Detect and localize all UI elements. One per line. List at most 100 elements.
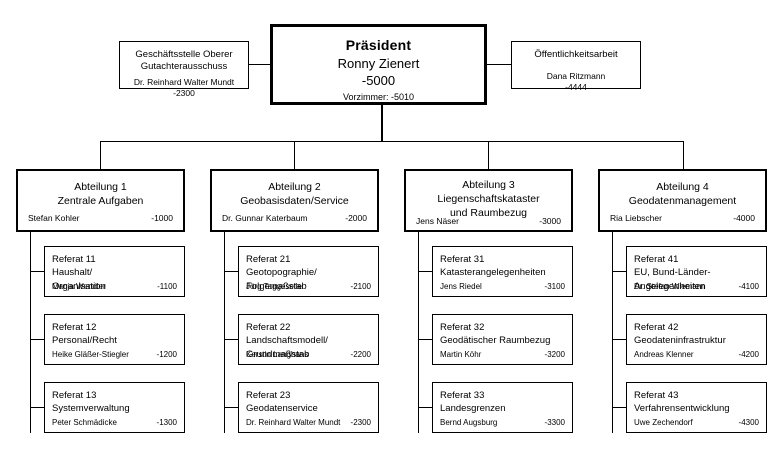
unit-23-head: Dr. Reinhard Walter Mundt <box>246 418 341 427</box>
unit-32-extension: -3200 <box>544 350 565 359</box>
unit-box-21[interactable]: Referat 21 Geotopographie/ Folgemaßstab … <box>238 246 379 297</box>
unit-box-22[interactable]: Referat 22 Landschaftsmodell/ Grundmaßst… <box>238 314 379 365</box>
unit-21-title-line1: Geotopographie/ <box>246 267 317 278</box>
unit-41-title-line2: Angelegenheiten <box>634 280 706 292</box>
aux-box-oeffentlichkeitsarbeit[interactable]: Öffentlichkeitsarbeit Dana Ritzmann -444… <box>511 41 641 92</box>
unit-42-extension: -4200 <box>738 350 759 359</box>
aux-left-title-line1: Geschäftsstelle Oberer <box>135 49 233 60</box>
department-3-head: Jens Näser <box>416 216 459 226</box>
unit-31-head: Jens Riedel <box>440 282 482 291</box>
unit-box-13[interactable]: Referat 13 Systemverwaltung Peter Schmäd… <box>44 382 185 433</box>
department-box-1[interactable]: Abteilung 1 Zentrale Aufgaben Stefan Koh… <box>16 169 185 232</box>
aux-box-gutachterausschuss[interactable]: Geschäftsstelle Oberer Gutachterausschus… <box>119 41 249 98</box>
unit-12-extension: -1200 <box>156 350 177 359</box>
unit-31-title-line1: Katasterangelegenheiten <box>440 267 546 278</box>
connector-aux-right <box>487 64 512 65</box>
unit-box-23[interactable]: Referat 23 Geodatenservice Dr. Reinhard … <box>238 382 379 433</box>
unit-32-title-line1: Geodätischer Raumbezug <box>440 335 551 346</box>
president-extension: -5000 <box>361 73 396 88</box>
connector-drop-dept-3 <box>488 141 489 169</box>
unit-11-title-line2: Organisation <box>52 280 106 292</box>
department-1-head: Stefan Kohler <box>28 213 80 223</box>
unit-43-number: Referat 43 <box>634 390 679 401</box>
department-3-extension: -3000 <box>539 216 561 226</box>
unit-41-number: Referat 41 <box>634 254 679 265</box>
president-box[interactable]: Präsident Ronny Zienert -5000 Vorzimmer:… <box>270 24 487 105</box>
aux-right-title-line1: Öffentlichkeitsarbeit <box>534 49 618 60</box>
president-title: Präsident <box>345 37 412 53</box>
connector-drop-dept-1 <box>100 141 101 169</box>
connector-branch-1-2 <box>30 339 44 340</box>
unit-13-title-line1: Systemverwaltung <box>52 403 130 414</box>
connector-branch-2-3 <box>224 407 238 408</box>
unit-23-number: Referat 23 <box>246 390 291 401</box>
unit-box-31[interactable]: Referat 31 Katasterangelegenheiten Jens … <box>432 246 573 297</box>
unit-11-head: Manja Wendler <box>52 282 106 291</box>
connector-president-stem <box>381 104 383 142</box>
department-box-2[interactable]: Abteilung 2 Geobasisdaten/Service Dr. Gu… <box>210 169 379 232</box>
department-2-title-line1: Geobasisdaten/Service <box>240 195 349 207</box>
connector-branch-3-2 <box>418 339 432 340</box>
unit-13-extension: -1300 <box>156 418 177 427</box>
unit-box-43[interactable]: Referat 43 Verfahrensentwicklung Uwe Zec… <box>626 382 767 433</box>
department-4-number: Abteilung 4 <box>656 181 709 193</box>
connector-aux-left <box>248 64 272 65</box>
unit-21-title-line2: Folgemaßstab <box>246 280 307 292</box>
unit-43-extension: -4300 <box>738 418 759 427</box>
unit-12-number: Referat 12 <box>52 322 97 333</box>
department-box-3[interactable]: Abteilung 3 Liegenschaftskataster und Ra… <box>404 169 573 232</box>
unit-31-number: Referat 31 <box>440 254 485 265</box>
unit-12-head: Heike Gläßer-Stiegler <box>52 350 129 359</box>
unit-41-extension: -4100 <box>738 282 759 291</box>
unit-22-extension: -2200 <box>350 350 371 359</box>
unit-13-head: Peter Schmädicke <box>52 418 117 427</box>
department-3-number: Abteilung 3 <box>462 179 515 191</box>
connector-branch-1-1 <box>30 271 44 272</box>
connector-branch-1-3 <box>30 407 44 408</box>
connector-branch-4-3 <box>612 407 626 408</box>
department-4-head: Ria Liebscher <box>610 213 662 223</box>
department-1-number: Abteilung 1 <box>74 181 127 193</box>
connector-branch-3-1 <box>418 271 432 272</box>
unit-13-number: Referat 13 <box>52 390 97 401</box>
unit-33-title-line1: Landesgrenzen <box>440 403 506 414</box>
unit-23-extension: -2300 <box>350 418 371 427</box>
unit-12-title-line1: Personal/Recht <box>52 335 117 346</box>
connector-branch-3-3 <box>418 407 432 408</box>
unit-23-title-line1: Geodatenservice <box>246 403 318 414</box>
connector-spine-dept-4 <box>612 232 613 433</box>
unit-22-number: Referat 22 <box>246 322 291 333</box>
department-4-title-line1: Geodatenmanagement <box>628 195 737 207</box>
unit-box-42[interactable]: Referat 42 Geodateninfrastruktur Andreas… <box>626 314 767 365</box>
connector-branch-2-2 <box>224 339 238 340</box>
connector-branch-4-1 <box>612 271 626 272</box>
connector-spine-dept-2 <box>224 232 225 433</box>
unit-box-33[interactable]: Referat 33 Landesgrenzen Bernd Augsburg … <box>432 382 573 433</box>
unit-43-head: Uwe Zechendorf <box>634 418 693 427</box>
unit-21-head: Jörg Taggeselle <box>246 282 302 291</box>
connector-spine-dept-3 <box>418 232 419 433</box>
department-4-extension: -4000 <box>733 213 755 223</box>
unit-box-11[interactable]: Referat 11 Haushalt/ Organisation Manja … <box>44 246 185 297</box>
aux-left-title-line2: Gutachterausschuss <box>140 61 228 72</box>
unit-32-head: Martin Köhr <box>440 350 482 359</box>
unit-33-head: Bernd Augsburg <box>440 418 498 427</box>
department-1-extension: -1000 <box>151 213 173 223</box>
unit-22-head: Kerstin Langhans <box>246 350 309 359</box>
department-box-4[interactable]: Abteilung 4 Geodatenmanagement Ria Liebs… <box>598 169 767 232</box>
department-3-title-line1: Liegenschaftskataster <box>437 193 540 205</box>
unit-11-extension: -1100 <box>157 282 177 291</box>
department-3-title-line2: und Raumbezug <box>449 207 528 219</box>
connector-branch-2-1 <box>224 271 238 272</box>
department-2-extension: -2000 <box>345 213 367 223</box>
unit-11-title-line1: Haushalt/ <box>52 267 93 278</box>
unit-41-title-line1: EU, Bund-Länder- <box>634 267 711 278</box>
unit-box-32[interactable]: Referat 32 Geodätischer Raumbezug Martin… <box>432 314 573 365</box>
department-2-number: Abteilung 2 <box>268 181 321 193</box>
connector-department-bus <box>100 141 683 142</box>
unit-box-41[interactable]: Referat 41 EU, Bund-Länder- Angelegenhei… <box>626 246 767 297</box>
connector-spine-dept-1 <box>30 232 31 433</box>
unit-box-12[interactable]: Referat 12 Personal/Recht Heike Gläßer-S… <box>44 314 185 365</box>
aux-right-extension: -4444 <box>565 82 587 92</box>
